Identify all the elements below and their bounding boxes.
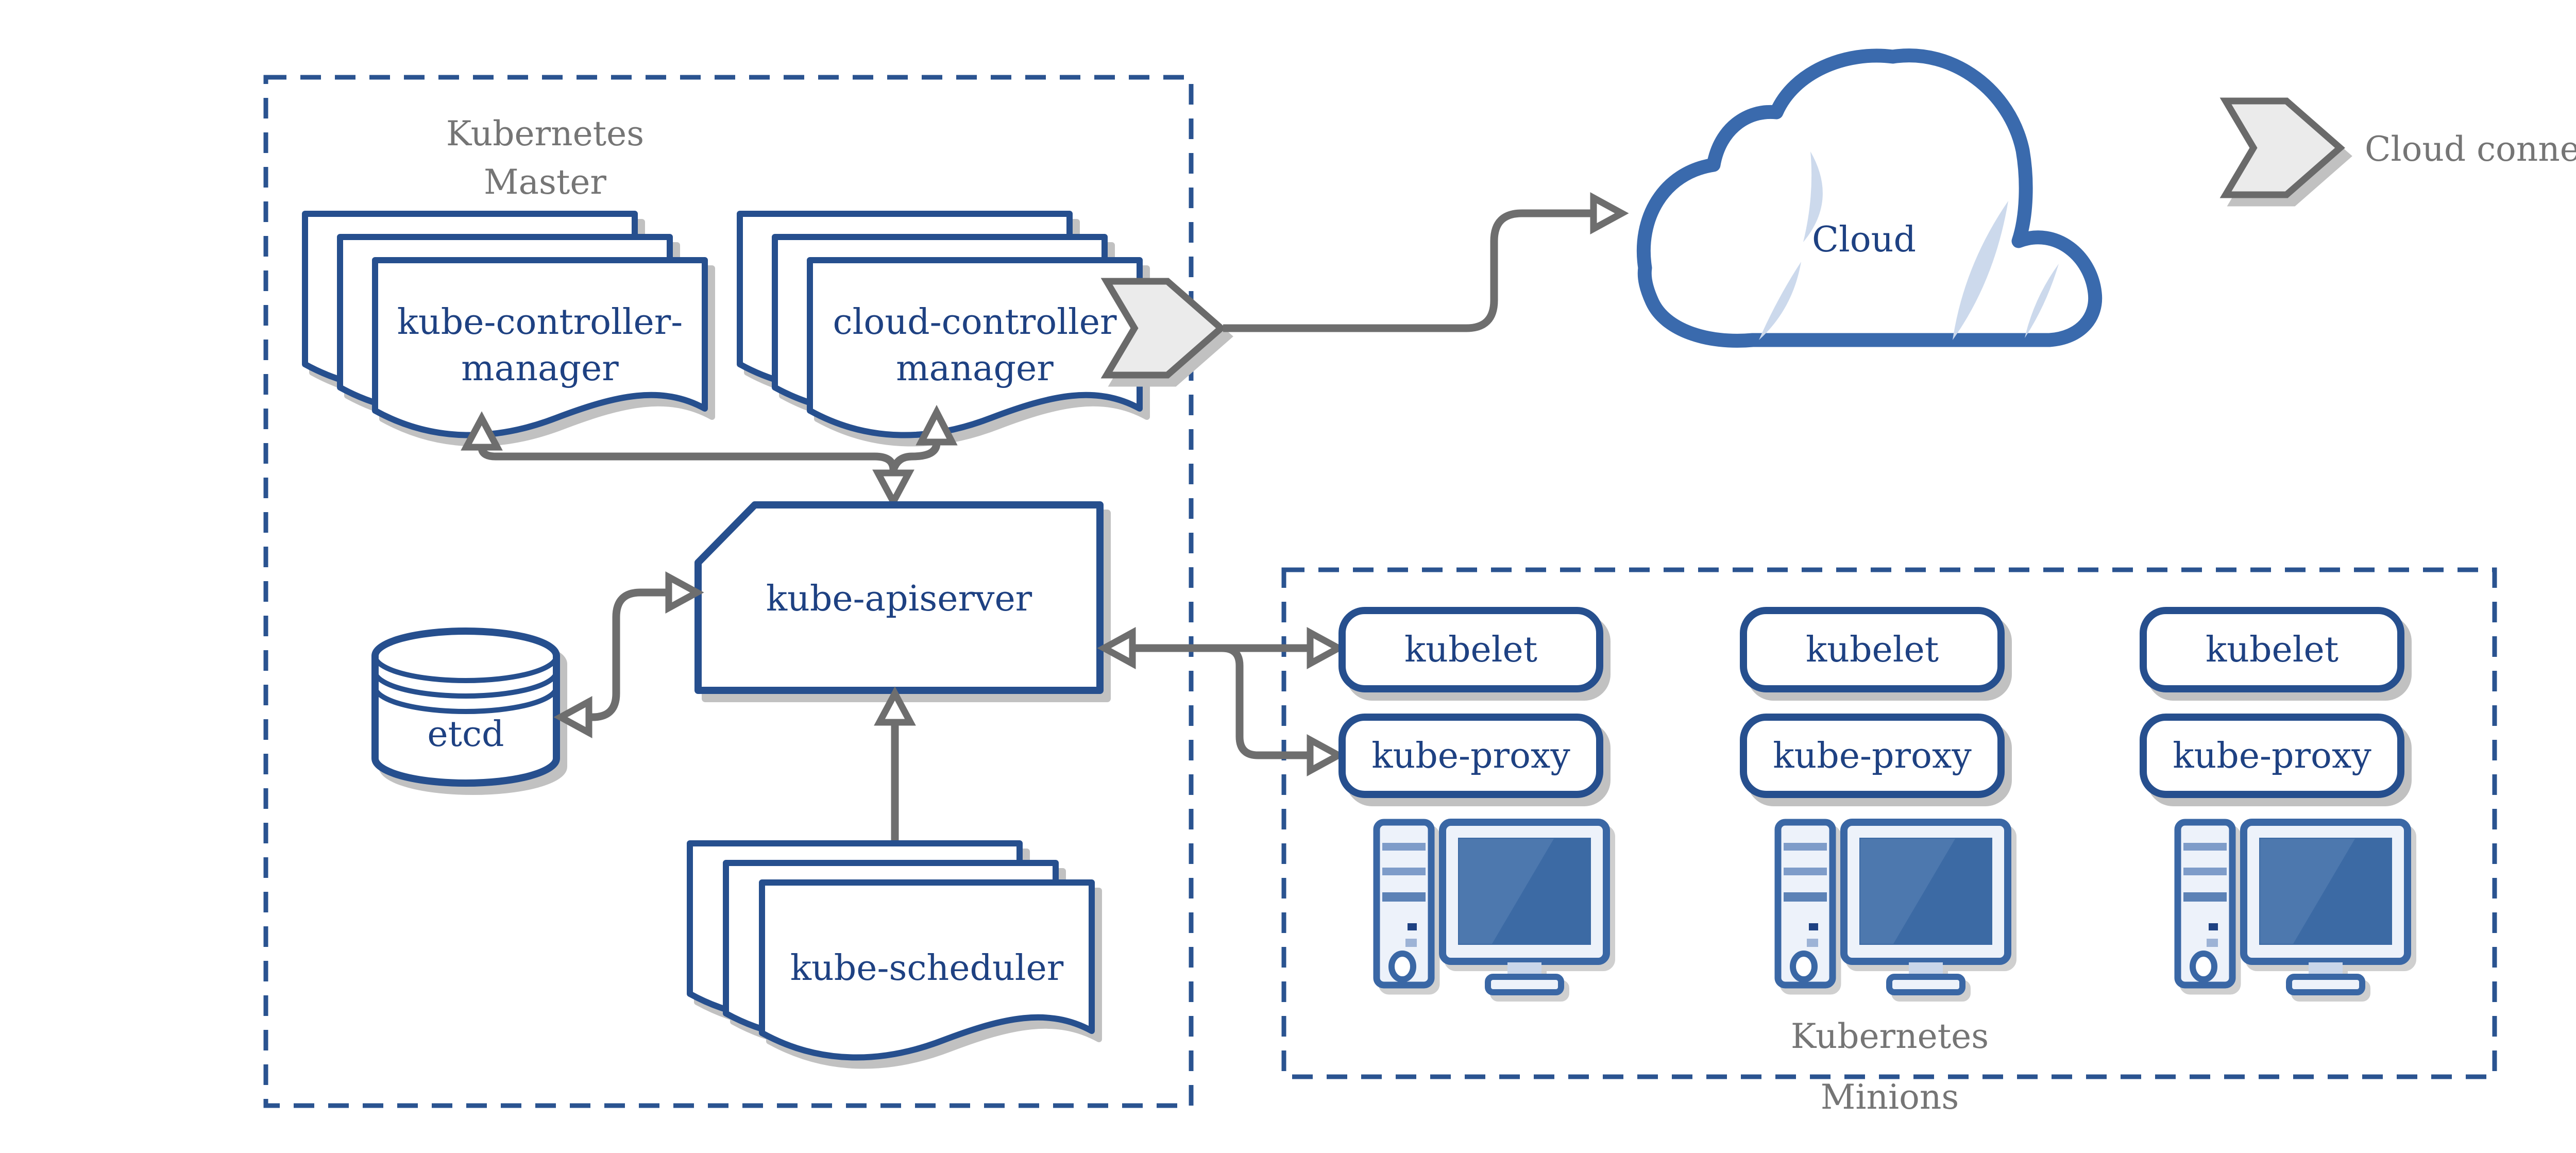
- cloud-label: Cloud: [1812, 219, 1916, 260]
- legend: Cloud connector: [2219, 97, 2576, 198]
- kube-proxy-box: [1338, 714, 1603, 798]
- kubelet-box: [1338, 607, 1603, 692]
- master-label-line2: Master: [484, 162, 606, 202]
- cloud-connector-icon: [1100, 278, 1226, 379]
- etcd-node: [371, 628, 560, 787]
- kubelet-label: kubelet: [2206, 630, 2338, 670]
- desktop-computer-icon: [1377, 822, 1606, 992]
- arrowhead-down-icon: [872, 469, 914, 509]
- cloud-controller-manager-label-line2: manager: [896, 348, 1054, 389]
- arrowhead-right-icon: [1307, 734, 1346, 776]
- kube-proxy-label: kube-proxy: [1773, 736, 1972, 776]
- minion-column-2: kubelet kube-proxy: [1740, 607, 2008, 992]
- kube-scheduler-label: kube-scheduler: [790, 948, 1064, 989]
- kube-controller-manager-label-line2: manager: [461, 348, 619, 389]
- kube-proxy-label: kube-proxy: [1371, 736, 1570, 776]
- arrowhead-left-icon: [1097, 627, 1136, 669]
- minions-label-line2: Minions: [1821, 1077, 1959, 1117]
- minion-column-3: kubelet kube-proxy: [2140, 607, 2408, 992]
- arrowhead-up-icon: [916, 404, 958, 446]
- arrow-apiserver-kubeproxy: [1222, 644, 1346, 776]
- minions-label-line1: Kubernetes: [1791, 1016, 1989, 1056]
- kube-proxy-label: kube-proxy: [2173, 736, 2371, 776]
- cloud-icon: [1636, 48, 2103, 348]
- arrow-apiserver-kubelet: [1097, 627, 1346, 669]
- arrowhead-right-icon: [665, 571, 704, 614]
- kubelet-box: [2140, 607, 2404, 692]
- etcd-label: etcd: [427, 714, 504, 755]
- kubelet-box: [1740, 607, 2005, 692]
- kubernetes-minions-box: [1281, 567, 2497, 1079]
- kube-apiserver-label: kube-apiserver: [766, 579, 1032, 619]
- desktop-computer-icon: [2178, 822, 2408, 992]
- minion-column-1: kubelet kube-proxy: [1338, 607, 1606, 992]
- kubelet-label: kubelet: [1404, 630, 1537, 670]
- master-label-line1: Kubernetes: [446, 114, 644, 154]
- arrowhead-left-icon: [553, 696, 592, 738]
- kubelet-label: kubelet: [1806, 630, 1939, 670]
- kube-proxy-box: [1740, 714, 2005, 798]
- cloud-node: Cloud: [1636, 48, 2103, 348]
- cloud-connector-legend-label: Cloud connector: [2365, 129, 2576, 169]
- kube-proxy-box: [2140, 714, 2404, 798]
- database-cylinder-icon: [371, 628, 560, 787]
- arrow-connector-cloud: [1223, 192, 1629, 332]
- kube-apiserver-node: [694, 501, 1104, 694]
- arrowhead-up-icon: [874, 686, 916, 726]
- desktop-computer-icon: [1778, 822, 2008, 992]
- arrowhead-right-icon: [1307, 627, 1346, 669]
- cloud-controller-manager-label-line1: cloud-controller: [833, 302, 1117, 343]
- arrowhead-up-icon: [461, 411, 503, 451]
- kube-controller-manager-label-line1: kube-controller-: [397, 302, 683, 343]
- arrow-apiserver-etcd: [553, 571, 704, 738]
- cloud-connector-legend-icon: [2219, 97, 2345, 198]
- arrow-controllers-apiserver: [461, 404, 958, 509]
- arrowhead-right-icon: [1590, 192, 1629, 234]
- kubernetes-master-box: [263, 75, 1194, 1108]
